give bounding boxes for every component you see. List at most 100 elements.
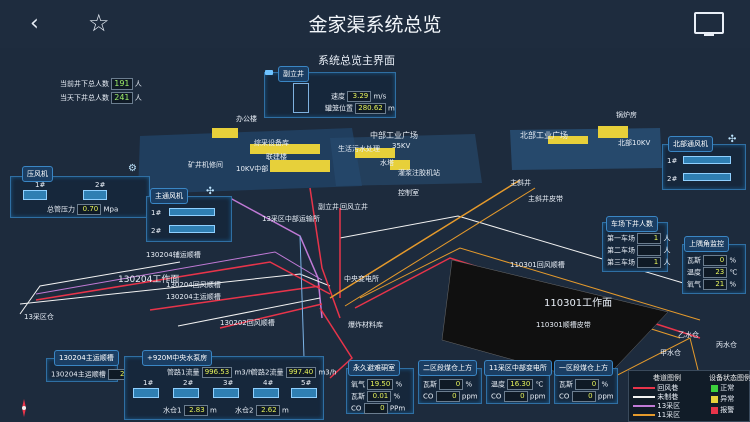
refuge-oxygen-value: 19.50 <box>367 379 394 390</box>
shaft-position-value: 280.62 <box>355 103 386 114</box>
refuge-chamber-title: 永久避难硐室 <box>348 360 400 376</box>
label-kv35: 35KV <box>392 142 411 150</box>
north-fan-2-icon[interactable] <box>683 173 731 181</box>
tank1-level-value: 2.83 <box>183 405 208 416</box>
favorite-star-icon[interactable]: ☆ <box>88 9 110 37</box>
tunnel-130204-a <box>35 251 323 295</box>
label-office: 办公楼 <box>236 115 257 123</box>
upper-corner-oxygen-value: 21 <box>703 279 728 290</box>
tunnel-explosive <box>319 307 353 379</box>
upper-corner-title: 上隅角监控 <box>684 236 729 252</box>
label-water-c: 丙水仓 <box>716 341 737 349</box>
coal-bin-1-title: 一区段煤仓上方 <box>554 360 613 376</box>
label-joint-building: 联建楼 <box>266 153 287 161</box>
refuge-chamber-panel[interactable]: 氧气 19.50 % 瓦斯 0.01 % CO 0 PPm <box>346 368 414 414</box>
status-color-normal <box>711 384 718 392</box>
main-fan-icon: ✣ <box>206 186 215 197</box>
tank2-level-value: 2.62 <box>255 405 280 416</box>
coal-bin-2-co-value: 0 <box>435 391 460 402</box>
joint-building[interactable] <box>270 160 330 172</box>
label-mine-repair: 矿井机修间 <box>188 161 223 169</box>
car-station-1-value: 1 <box>637 233 662 244</box>
label-water-tower: 水塔 <box>380 159 394 167</box>
monitor-chart-icon[interactable] <box>694 12 724 36</box>
label-main-belt: 主斜井皮带 <box>528 195 563 203</box>
north-building[interactable] <box>548 136 588 144</box>
north-fan-1-icon[interactable] <box>683 156 731 164</box>
pump-room-panel[interactable]: 管路1流量 996.53 m3/h 管路2流量 997.40 m3/h 1# 2… <box>124 356 337 420</box>
north-fan-title: 北部通风机 <box>668 136 713 152</box>
label-coal-bin-13: 13采区仓 <box>24 313 54 321</box>
mid-substation-title: 11采区中部变电所 <box>484 360 552 376</box>
label-belt-110301: 110301顺槽皮带 <box>536 321 591 329</box>
office-building[interactable] <box>212 128 238 138</box>
compressor-1-icon[interactable] <box>23 190 47 200</box>
status-color-abnormal <box>711 395 718 403</box>
boiler-building[interactable] <box>598 126 628 138</box>
pump-room-title: +920M中央水泵房 <box>142 350 213 366</box>
main-fan-1-icon[interactable] <box>169 208 215 216</box>
tunnel-return-130202 <box>149 285 321 311</box>
main-fan-2-icon[interactable] <box>169 225 215 233</box>
label-north-square: 北部工业广场 <box>520 131 568 140</box>
label-central-sub: 中央变电所 <box>344 275 379 283</box>
deputy-shaft-title: 副立井 <box>278 66 309 82</box>
today-count-value: 241 <box>111 92 133 104</box>
label-sewage: 生活污水处理 <box>338 145 380 153</box>
tunnel-white-1 <box>19 273 331 305</box>
sewage-building[interactable] <box>355 148 395 158</box>
lane-color-1 <box>633 396 655 398</box>
label-ret-130204-b: 130204回风顺槽 <box>166 281 221 289</box>
mid-substation-co-value: 0 <box>503 391 528 402</box>
page-title: 金家渠系统总览 <box>308 14 442 36</box>
label-control-room: 控制室 <box>398 189 419 197</box>
coal-bin-2-gas-value: 0 <box>439 379 464 390</box>
coal-bin-1-gas-value: 0 <box>575 379 600 390</box>
underground-count-value: 191 <box>111 78 133 90</box>
status-color-alarm <box>711 406 718 414</box>
shaft-line <box>299 235 305 359</box>
pump-2-icon[interactable] <box>173 388 199 398</box>
pipe2-flow-value: 997.40 <box>285 367 317 378</box>
camera-icon[interactable] <box>265 70 273 75</box>
upper-corner-panel[interactable]: 瓦斯 0 % 温度 23 ℃ 氧气 21 % <box>682 244 746 294</box>
equip-building[interactable] <box>250 144 320 154</box>
label-deputy-shaft: 副立井 <box>318 203 339 211</box>
label-ret-130204-a: 130204辅运顺槽 <box>146 251 201 259</box>
pump-1-icon[interactable] <box>133 388 159 398</box>
label-middle-square: 中部工业广场 <box>370 131 418 140</box>
pump-5-icon[interactable] <box>291 388 317 398</box>
north-fan-icon: ✣ <box>728 134 737 145</box>
car-station-2-value <box>637 245 662 256</box>
today-count-row: 当天下井总人数 241 人 <box>60 92 142 104</box>
lane-color-0 <box>633 387 655 389</box>
underground-count-row: 当前井下总人数 191 人 <box>60 78 142 90</box>
upper-corner-gas-value: 0 <box>703 255 728 266</box>
mine-overview-canvas: 系统总览主界面 当前井下总人数 191 人 当天下井总人数 241 人 速度 3… <box>0 48 750 422</box>
tunnel-return-shaft <box>309 187 341 319</box>
refuge-gas-value: 0.01 <box>367 391 392 402</box>
label-ret-110301: 110301回风顺槽 <box>510 261 565 269</box>
belt-130204-title: 130204主运顺槽 <box>54 350 119 366</box>
pump-3-icon[interactable] <box>213 388 239 398</box>
label-substation: 10KV中部 <box>236 165 269 173</box>
coal-bin-1-co-value: 0 <box>571 391 596 402</box>
shaft-speed-value: 3.29 <box>347 91 372 102</box>
coal-bin-2-title: 二区段煤仓上方 <box>418 360 477 376</box>
label-water-a: 甲水仓 <box>660 349 681 357</box>
compressor-fan-icon: ⚙ <box>128 163 137 174</box>
label-north-kv: 北部10KV <box>618 139 651 147</box>
mine-tunnel-map <box>19 128 701 385</box>
compressor-panel[interactable]: 1# 2# 总管压力 0.70 Mpa <box>10 176 150 218</box>
back-icon[interactable]: ‹ <box>30 11 39 36</box>
compressor-pressure-value: 0.70 <box>77 204 102 215</box>
main-fan-panel[interactable]: 1# 2# <box>146 196 232 242</box>
kv35-building[interactable] <box>390 160 410 170</box>
pump-4-icon[interactable] <box>253 388 279 398</box>
compressor-2-icon[interactable] <box>83 190 107 200</box>
label-grouting: 灌浆注胶机站 <box>398 169 440 177</box>
car-station-3-value: 1 <box>637 257 662 268</box>
label-ret-130202: 130202回风顺槽 <box>220 319 275 327</box>
label-water-b: 乙水仓 <box>678 331 699 339</box>
label-boiler: 锅炉房 <box>616 111 637 119</box>
